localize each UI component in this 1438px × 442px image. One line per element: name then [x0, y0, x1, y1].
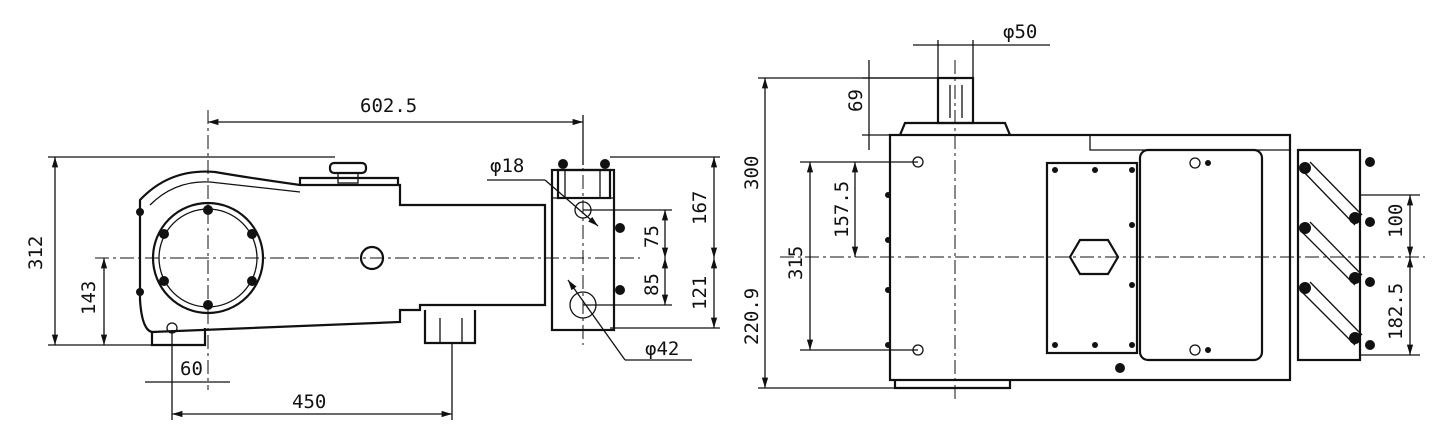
dim-mount-upper: 157.5: [831, 181, 853, 238]
dim-base-offset: 60: [180, 358, 203, 380]
dim-width-bottom: 220.9: [741, 288, 763, 345]
dim-shaft-dia: φ50: [1003, 21, 1037, 43]
crank-hex: [1068, 238, 1120, 276]
dim-upper-head: 167: [689, 191, 711, 225]
dim-outlet-dia: φ42: [645, 338, 679, 360]
dim-shaft-height: 143: [78, 281, 100, 315]
gear-cover: [1138, 148, 1264, 362]
base-foot: [150, 328, 207, 347]
dim-overall-width: 315: [785, 246, 807, 280]
cover-plate: [1045, 161, 1139, 355]
filler-cap: [328, 161, 368, 175]
valve-block: [1296, 148, 1362, 362]
dim-shaft-length: 69: [845, 89, 867, 112]
dim-overall-length: 602.5: [360, 95, 417, 117]
dim-total-height: 312: [25, 236, 47, 270]
crankcase-outline: [138, 170, 547, 334]
dim-lower-port: 85: [641, 273, 663, 296]
dim-base-length: 450: [292, 391, 326, 413]
dim-upper-port: 75: [641, 225, 663, 248]
dim-inlet-dia: φ18: [490, 155, 524, 177]
dim-valve-pitch: 100: [1385, 204, 1407, 238]
dim-lower-head: 121: [689, 276, 711, 310]
dim-width-top: 300: [741, 156, 763, 190]
side-view: 602.5 312 143 60 450 φ18 φ42 167 121: [25, 95, 720, 420]
dim-valve-lower: 182.5: [1385, 283, 1407, 340]
top-view: φ50 69 300 220.9 315 157.5 100 182.5: [741, 21, 1425, 400]
